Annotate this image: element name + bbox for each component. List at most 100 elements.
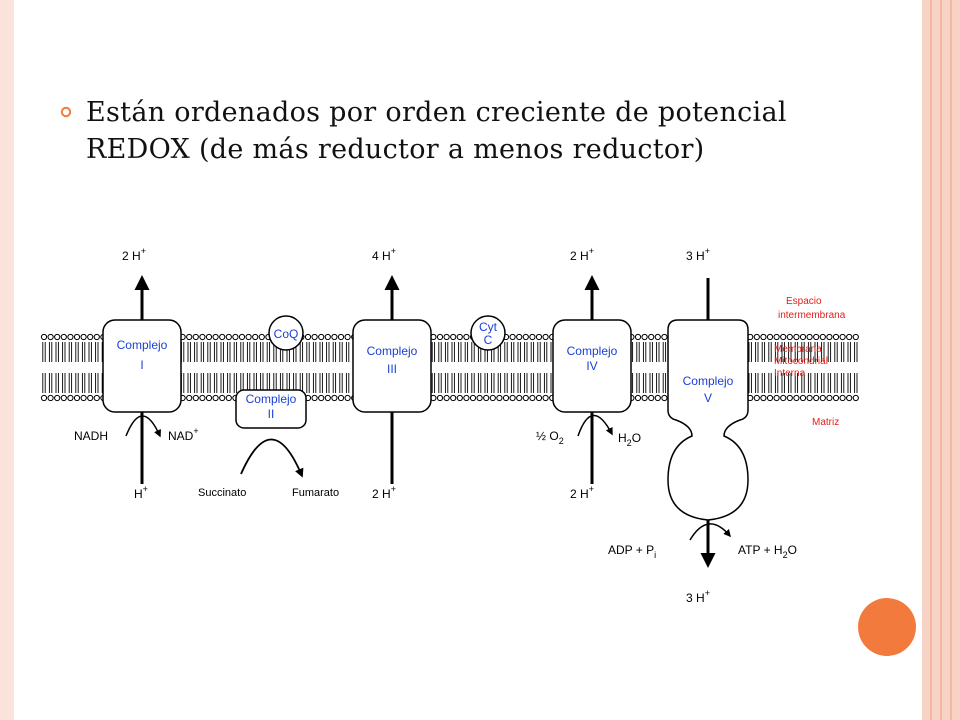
succinato-label: Succinato: [198, 487, 246, 499]
lipid-head: [799, 333, 807, 341]
coq-carrier: [268, 315, 304, 351]
lipid-head: [67, 394, 74, 402]
lipid-head: [80, 333, 87, 341]
lipid-head: [780, 333, 787, 341]
complex-ii-label: Complejo: [246, 392, 297, 406]
lipid-head: [192, 394, 199, 402]
lipid-head: [60, 394, 67, 402]
lipid-head: [331, 333, 338, 341]
lipid-head: [318, 394, 325, 402]
lipid-head: [436, 394, 444, 402]
lipid-head: [463, 394, 470, 402]
lipid-head: [634, 333, 642, 341]
lipid-head: [199, 333, 206, 341]
lipid-head: [648, 333, 655, 341]
oxygen-reduction-arrow: [577, 414, 613, 437]
lipid-head: [67, 333, 74, 341]
lipid-head: [252, 333, 259, 341]
lipid-head: [846, 333, 853, 341]
lipid-head: [73, 394, 81, 402]
lipid-head: [760, 333, 767, 341]
frame-stripe: [930, 0, 932, 720]
slide-frame-left: [0, 0, 14, 720]
legend-intermembrana: intermembrana: [778, 310, 846, 321]
lipid-head: [542, 333, 549, 341]
complex-i-label: Complejo: [117, 338, 168, 352]
lipid-head: [542, 394, 549, 402]
lipid-head: [852, 333, 859, 341]
lipid-head: [766, 333, 774, 341]
lipid-head: [766, 394, 774, 402]
lipid-head: [654, 394, 661, 402]
lipid-head: [186, 394, 193, 402]
lipid-head: [225, 333, 232, 341]
lipid-head: [311, 333, 318, 341]
lipid-head: [318, 333, 325, 341]
complex-i-number: I: [140, 358, 143, 372]
lipid-head: [529, 394, 536, 402]
adp-label: ADP + Pi: [608, 543, 656, 560]
bullet-text: Están ordenados por orden creciente de p…: [86, 97, 787, 165]
lipid-head: [806, 333, 813, 341]
nadh-label: NADH: [74, 429, 108, 443]
lipid-head: [826, 333, 833, 341]
lipid-head: [786, 394, 793, 402]
complex-iv-top-protons: 2 H+: [570, 246, 594, 263]
legend-matriz: Matriz: [812, 417, 839, 428]
lipid-head: [219, 394, 226, 402]
lipid-head: [450, 394, 457, 402]
complex-v-top-protons: 3 H+: [686, 246, 710, 263]
lipid-head: [304, 333, 312, 341]
lipid-head: [344, 394, 351, 402]
lipid-head: [819, 333, 826, 341]
lipid-head: [516, 394, 523, 402]
lipid-head: [489, 394, 496, 402]
lipid-head: [337, 394, 345, 402]
lipid-head: [443, 333, 450, 341]
lipid-head: [47, 333, 54, 341]
lipid-head: [654, 333, 661, 341]
nad-label: NAD+: [168, 426, 199, 443]
lipid-head: [813, 394, 820, 402]
lipid-head: [232, 333, 239, 341]
atp-label: ATP + H2O: [738, 543, 797, 560]
coq-label: CoQ: [274, 327, 299, 341]
complex-iii-label: Complejo: [367, 344, 418, 358]
lipid-head: [436, 333, 444, 341]
lipid-head: [60, 333, 67, 341]
lipid-head: [87, 333, 94, 341]
complex-v-label: Complejo: [683, 374, 734, 388]
lipid-head: [192, 333, 199, 341]
lipid-head: [93, 333, 100, 341]
complex-i-bottom-protons: H+: [134, 484, 148, 501]
lipid-head: [522, 394, 529, 402]
lipid-head: [846, 394, 853, 402]
frame-stripe: [940, 0, 942, 720]
lipid-head: [225, 394, 232, 402]
lipid-head: [344, 333, 351, 341]
lipid-head: [80, 394, 87, 402]
lipid-head: [641, 333, 648, 341]
complex-ii-number: II: [268, 407, 275, 421]
lipid-head: [832, 394, 840, 402]
lipid-head: [819, 394, 826, 402]
lipid-head: [799, 394, 807, 402]
lipid-head: [516, 333, 523, 341]
lipid-head: [93, 394, 100, 402]
lipid-head: [212, 394, 219, 402]
complex-iii-top-protons: 4 H+: [372, 246, 396, 263]
lipid-head: [648, 394, 655, 402]
complex-iii-bottom-protons: 2 H+: [372, 484, 396, 501]
legend-interna: Interna: [774, 368, 806, 379]
lipid-head: [199, 394, 206, 402]
complex-iv-label: Complejo: [567, 344, 618, 358]
lipid-head: [661, 333, 668, 341]
lipid-head: [40, 333, 48, 341]
lipid-head: [54, 333, 61, 341]
lipid-head: [760, 394, 767, 402]
legend-espacio: Espacio: [786, 296, 822, 307]
complex-v-number: V: [704, 391, 712, 405]
lipid-head: [476, 394, 483, 402]
lipid-head: [324, 394, 331, 402]
